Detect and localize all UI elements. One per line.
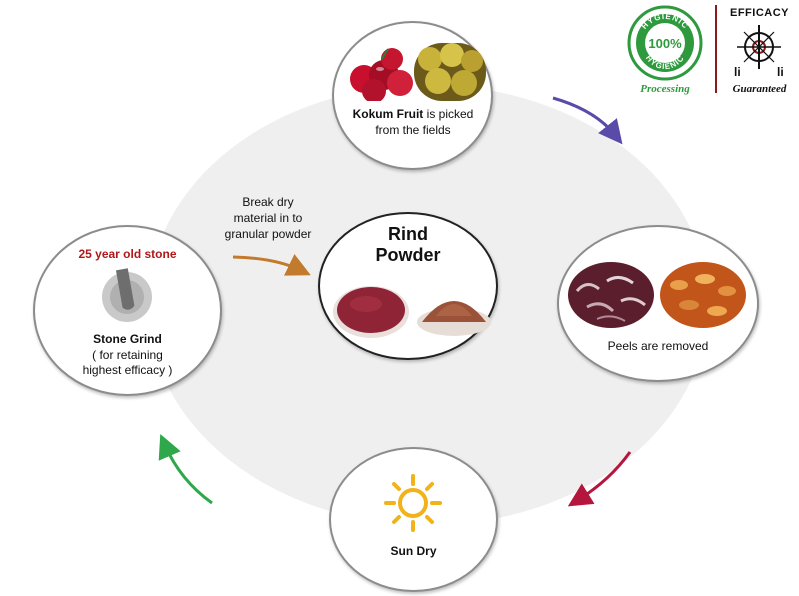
hygienic-badge: HYGIENIC HYGIENIC 100% Processing [625,3,705,98]
arrow-stone-to-powder [232,253,311,276]
svg-text:li: li [777,65,784,79]
stone-line2: highest efficacy ) [82,363,173,377]
fruit-rest: is picked [423,107,474,121]
fruit-line2: from the fields [375,123,451,137]
hygienic-caption: Processing [640,83,690,95]
svg-text:li: li [734,65,741,79]
annotation-line3: granular powder [224,227,312,241]
stone-header: 25 year old stone [78,247,177,261]
fruit-line1: Kokum Fruit is picked [339,107,487,122]
center-line2: Powder [375,245,441,265]
efficacy-target-icon: li li [734,25,784,79]
arrow-fruit-to-peels [552,96,623,145]
annotation-line2: material in to [233,211,303,225]
mortar-pestle-icon [102,268,152,322]
step-sun-dry: Sun Dry [329,447,498,592]
brown-powder-dish-image [417,301,491,336]
efficacy-title: EFFICACY [730,7,789,19]
rind-powder-result: Rind Powder [318,212,498,360]
step-stone-grind: 25 year old stone Stone Grind ( for reta… [33,225,222,396]
hygienic-percent: 100% [648,36,682,51]
arrow-sun-to-stone [158,433,213,505]
center-line1: Rind [388,224,428,244]
peels-label: Peels are removed [607,339,709,353]
dried-peels-image [568,262,654,328]
efficacy-badge: EFFICACY li li Guaranteed [722,3,797,98]
kokum-green-fruit-image [414,43,486,101]
stone-title: Stone Grind [93,332,162,346]
stone-line1: ( for retaining [92,348,163,362]
fresh-peels-image [660,262,746,328]
efficacy-caption: Guaranteed [732,83,787,95]
fruit-name: Kokum Fruit [352,107,424,121]
rind-powder-dish-image [333,286,409,338]
badge-divider [715,5,717,93]
arrow-peels-to-sun [567,451,632,507]
kokum-red-fruit-image [350,48,413,101]
hygienic-seal-icon: HYGIENIC HYGIENIC 100% [627,5,703,81]
step-peel-removal: Peels are removed [557,225,759,382]
annotation-line1: Break dry [242,195,294,209]
sun-icon [384,474,442,532]
sun-label: Sun Dry [390,544,437,558]
step-fruit-picking: Kokum Fruit is picked from the fields [332,21,493,170]
